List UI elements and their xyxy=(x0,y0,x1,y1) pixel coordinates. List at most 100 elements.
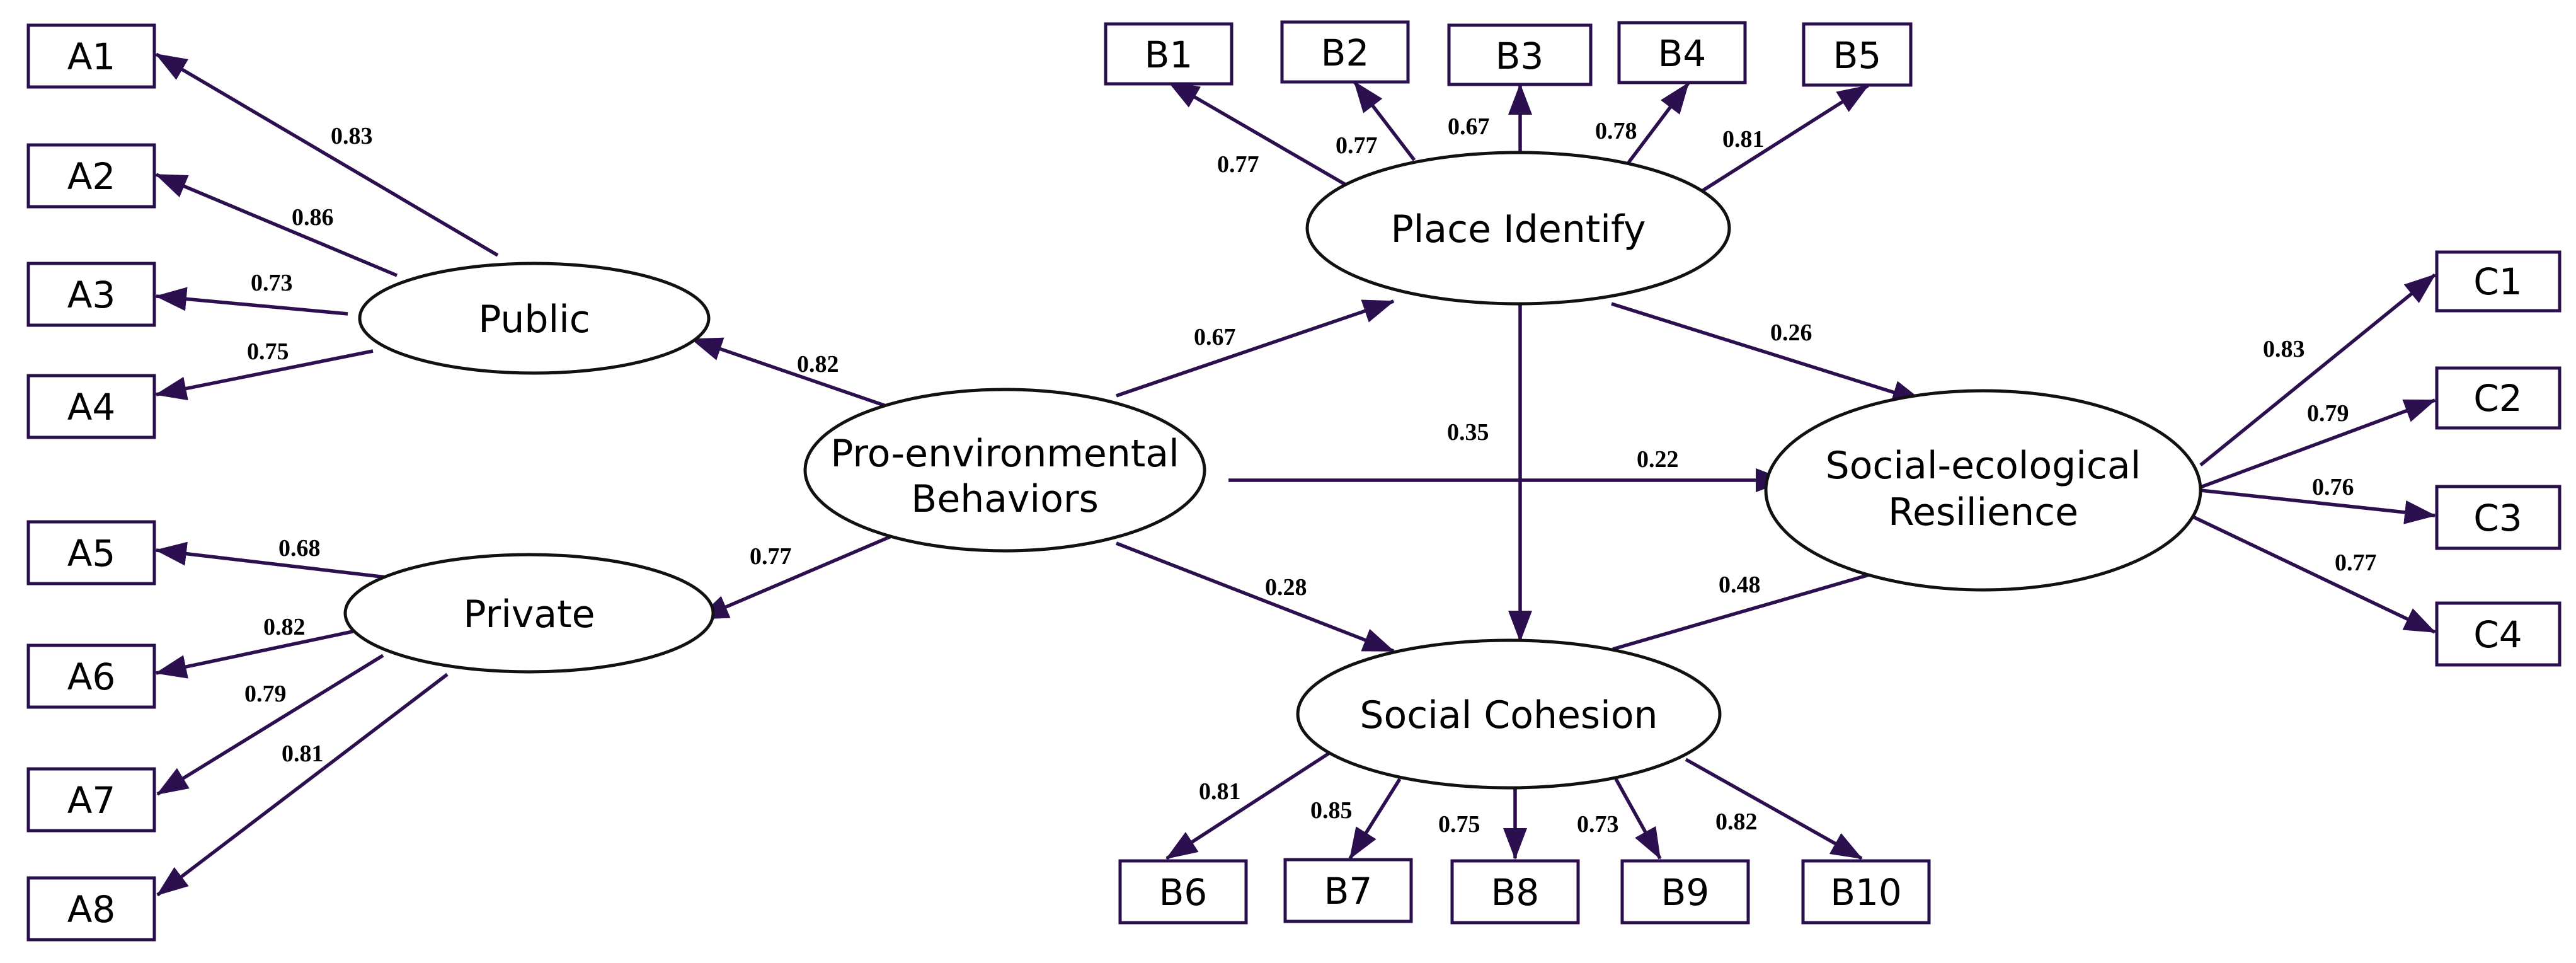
latent-social-ecological-resilience: Social-ecological Resilience xyxy=(1764,389,2202,592)
place-identify-label: Place Identify xyxy=(1390,207,1646,251)
indicator-a5: A5 xyxy=(26,520,156,585)
coef-b5: 0.81 xyxy=(1722,126,1765,153)
indicator-b6: B6 xyxy=(1118,859,1248,925)
indicator-b7-label: B7 xyxy=(1324,870,1373,913)
pro-environmental-ellipse xyxy=(803,388,1206,553)
edge-pro-place xyxy=(1116,299,1395,398)
edges xyxy=(155,52,2436,897)
indicator-c3: C3 xyxy=(2435,485,2562,550)
coef-a2: 0.86 xyxy=(292,204,334,231)
indicator-a5-label: A5 xyxy=(67,532,116,575)
latent-place-identify: Place Identify xyxy=(1305,151,1731,306)
indicator-a4-label: A4 xyxy=(67,386,116,429)
coefficients: 0.82 0.77 0.67 0.22 0.28 0.35 0.26 0.48 … xyxy=(244,113,2377,838)
coef-b9: 0.73 xyxy=(1577,811,1619,838)
indicator-a6-label: A6 xyxy=(67,655,116,698)
coef-b10: 0.82 xyxy=(1715,809,1758,835)
coef-a6: 0.82 xyxy=(263,614,306,640)
edge-private-a7 xyxy=(156,654,384,796)
coef-b3: 0.67 xyxy=(1448,113,1490,140)
edge-private-a5 xyxy=(155,541,392,580)
latent-social-cohesion: Social Cohesion xyxy=(1296,638,1722,790)
indicator-a7-label: A7 xyxy=(67,779,116,822)
edge-public-a4 xyxy=(155,349,374,401)
public-label: Public xyxy=(478,297,590,342)
indicator-b5: B5 xyxy=(1802,22,1913,87)
indicator-a8: A8 xyxy=(26,876,156,942)
coef-place-cohesion: 0.35 xyxy=(1447,419,1489,446)
indicator-a8-label: A8 xyxy=(67,888,116,931)
indicator-b10-label: B10 xyxy=(1830,871,1902,914)
indicator-a6: A6 xyxy=(26,643,156,709)
edge-place-b2 xyxy=(1353,81,1416,161)
indicator-a3: A3 xyxy=(26,262,156,327)
edge-cohesion-b9 xyxy=(1614,778,1662,860)
indicator-c1-label: C1 xyxy=(2473,260,2522,303)
edge-public-a1 xyxy=(155,52,499,257)
indicator-a2: A2 xyxy=(26,143,156,209)
indicator-a7: A7 xyxy=(26,767,156,833)
edge-resilience-c2 xyxy=(2200,398,2436,489)
indicator-c2-label: C2 xyxy=(2473,377,2522,420)
indicator-b4: B4 xyxy=(1617,21,1747,84)
indicator-a1: A1 xyxy=(26,23,156,89)
indicator-a3-label: A3 xyxy=(67,274,116,316)
coef-c1: 0.83 xyxy=(2263,336,2305,362)
private-ellipse xyxy=(343,553,715,674)
coef-a3: 0.73 xyxy=(251,270,293,296)
coef-pro-public: 0.82 xyxy=(797,351,839,378)
indicator-b4-label: B4 xyxy=(1658,32,1707,75)
place-identify-ellipse xyxy=(1305,151,1731,306)
indicator-c3-label: C3 xyxy=(2473,497,2522,539)
indicator-b8-label: B8 xyxy=(1491,871,1540,914)
private-label: Private xyxy=(463,592,595,637)
indicators: A1 A2 A3 A4 A5 A6 A7 A8 B1 B2 B3 B4 B5 B… xyxy=(26,20,2562,942)
coef-b2: 0.77 xyxy=(1336,132,1378,159)
coef-pro-cohesion: 0.28 xyxy=(1265,574,1307,601)
indicator-a1-label: A1 xyxy=(67,35,116,78)
indicator-b3: B3 xyxy=(1447,23,1593,86)
coef-pro-resilience: 0.22 xyxy=(1637,446,1679,473)
edge-cohesion-b7 xyxy=(1348,778,1402,860)
indicator-b3-label: B3 xyxy=(1496,35,1544,78)
indicator-b1-label: B1 xyxy=(1145,33,1193,76)
edge-place-resilience xyxy=(1611,302,1924,404)
edge-private-a8 xyxy=(156,672,449,897)
latent-private: Private xyxy=(343,553,715,674)
indicator-b8: B8 xyxy=(1450,859,1580,925)
edge-place-b4 xyxy=(1627,82,1690,164)
indicator-b9: B9 xyxy=(1620,859,1750,925)
indicator-c4: C4 xyxy=(2435,601,2562,667)
coef-b8: 0.75 xyxy=(1438,811,1480,838)
coef-c2: 0.79 xyxy=(2307,400,2349,427)
edge-cohesion-b10 xyxy=(1685,758,1863,860)
coef-b1: 0.77 xyxy=(1217,151,1259,178)
edge-pro-public xyxy=(690,337,892,410)
coef-pro-private: 0.77 xyxy=(750,543,792,570)
coef-a1: 0.83 xyxy=(331,123,373,149)
edge-pro-cohesion xyxy=(1116,541,1395,653)
indicator-b1: B1 xyxy=(1104,22,1234,86)
coef-b4: 0.78 xyxy=(1595,118,1637,144)
indicator-b2: B2 xyxy=(1280,20,1410,84)
coef-a4: 0.75 xyxy=(247,338,289,365)
coef-pro-place: 0.67 xyxy=(1194,324,1236,350)
edge-resilience-c4 xyxy=(2178,509,2436,634)
coef-c4: 0.77 xyxy=(2335,550,2377,576)
pro-environmental-label-line1: Pro-environmental xyxy=(830,432,1179,476)
resilience-ellipse xyxy=(1764,389,2202,592)
coef-c3: 0.76 xyxy=(2312,474,2354,500)
indicator-b9-label: B9 xyxy=(1661,871,1710,914)
latent-public: Public xyxy=(358,262,711,375)
indicator-b2-label: B2 xyxy=(1321,32,1370,74)
coef-b6: 0.81 xyxy=(1199,778,1241,805)
indicator-c1: C1 xyxy=(2435,250,2562,313)
social-cohesion-label: Social Cohesion xyxy=(1360,693,1657,737)
indicator-b10: B10 xyxy=(1801,859,1931,925)
edge-resilience-c3 xyxy=(2200,488,2436,524)
coef-a7: 0.79 xyxy=(244,681,287,707)
resilience-label-line1: Social-ecological xyxy=(1826,444,2141,488)
resilience-label-line2: Resilience xyxy=(1888,490,2078,534)
edge-place-b5 xyxy=(1698,84,1869,195)
indicator-c4-label: C4 xyxy=(2473,613,2522,656)
